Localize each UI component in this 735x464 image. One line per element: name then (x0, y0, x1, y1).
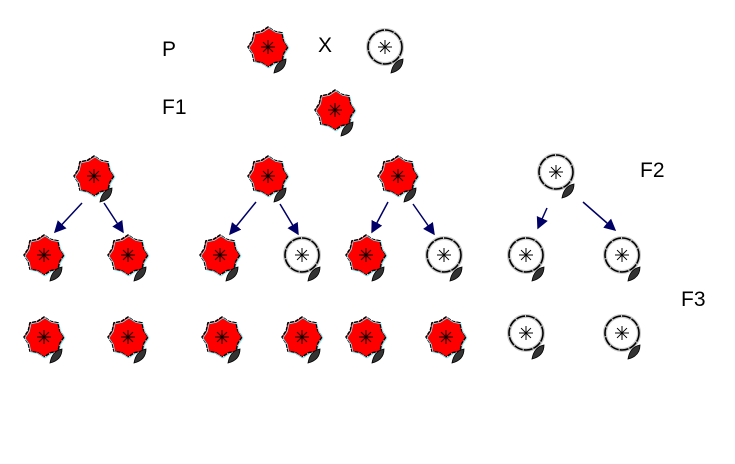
f3_next-red-flower (107, 316, 150, 364)
f3_offspring-white-flower (283, 236, 321, 282)
arrow-5 (412, 203, 435, 236)
leaf-icon (49, 348, 63, 364)
arrow-4 (371, 201, 389, 234)
f3_offspring-white-flower (603, 236, 641, 282)
f3_next-red-flower (281, 316, 324, 364)
leaf-icon (49, 266, 63, 282)
f3_offspring-white-flower (507, 236, 545, 282)
arrow-2 (229, 201, 257, 236)
arrow-0 (53, 202, 83, 234)
label-f1: F1 (162, 96, 187, 119)
leaf-icon (451, 348, 465, 364)
f2-white-flower (537, 153, 575, 199)
leaf-icon (227, 348, 241, 364)
f1-red-flower (314, 89, 357, 137)
f2-red-flower (247, 155, 290, 203)
leaf-icon (531, 344, 545, 360)
f3_next-red-flower (345, 316, 388, 364)
leaf-icon (531, 266, 545, 282)
leaf-icon (133, 266, 147, 282)
f3_offspring-red-flower (107, 234, 150, 282)
leaf-icon (403, 187, 417, 203)
f2-red-flower (73, 155, 116, 203)
label-f2: F2 (640, 159, 665, 182)
arrow-7 (582, 201, 617, 231)
leaf-icon (225, 266, 239, 282)
leaf-icon (307, 348, 321, 364)
leaf-icon (627, 344, 641, 360)
leaf-icon (371, 266, 385, 282)
leaf-icon (627, 266, 641, 282)
f2-red-flower (377, 155, 420, 203)
f3_next-white-flower (507, 314, 545, 360)
f3_next-red-flower (201, 316, 244, 364)
leaf-icon (307, 266, 321, 282)
leaf-icon (273, 58, 287, 74)
leaf-icon (340, 121, 354, 137)
p-white-flower (366, 28, 404, 74)
leaf-icon (133, 348, 147, 364)
f3_offspring-red-flower (199, 234, 242, 282)
f3_offspring-white-flower (425, 236, 463, 282)
label-f3: F3 (681, 288, 706, 311)
p-red-flower (247, 26, 290, 74)
f3_next-red-flower (425, 316, 468, 364)
leaf-icon (449, 266, 463, 282)
leaf-icon (371, 348, 385, 364)
leaf-icon (273, 187, 287, 203)
cross-symbol: X (318, 34, 333, 57)
f3_offspring-red-flower (23, 234, 66, 282)
arrow-3 (279, 203, 299, 236)
leaf-icon (561, 183, 575, 199)
f3_offspring-red-flower (345, 234, 388, 282)
label-p: P (162, 38, 177, 61)
arrow-6 (536, 207, 548, 230)
f3_next-red-flower (23, 316, 66, 364)
f3_next-white-flower (603, 314, 641, 360)
leaf-icon (390, 58, 404, 74)
leaf-icon (99, 187, 113, 203)
arrow-1 (103, 202, 124, 234)
